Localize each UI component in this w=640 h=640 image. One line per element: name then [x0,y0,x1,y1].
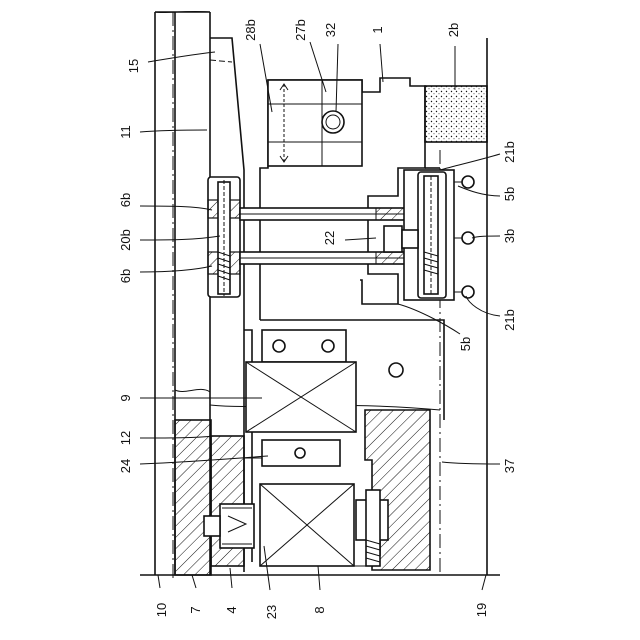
label-5b-right: 5b [502,187,517,201]
label-20b: 20b [118,229,133,251]
label-7: 7 [188,606,203,613]
label-21b-top: 21b [502,141,517,163]
label-10: 10 [154,603,169,617]
label-27b: 27b [293,19,308,41]
label-4: 4 [224,606,239,613]
label-28b: 28b [243,19,258,41]
slider-block-24 [244,440,340,466]
label-24: 24 [118,459,133,473]
solenoid-coil-8 [260,484,388,566]
label-19: 19 [474,603,489,617]
label-1: 1 [370,26,385,33]
friction-pad [425,86,487,142]
sensor-screw [322,111,344,133]
nut-21b [462,286,474,298]
sensor-block [268,80,362,166]
label-22: 22 [322,231,337,245]
label-3b: 3b [502,229,517,243]
nut-5b [462,176,474,188]
label-2b: 2b [446,23,461,37]
label-23: 23 [264,605,279,619]
label-6b-bottom: 6b [118,269,133,283]
label-11: 11 [118,125,133,139]
label-8: 8 [312,606,327,613]
label-37: 37 [502,459,517,473]
label-32: 32 [323,23,338,37]
label-12: 12 [118,431,133,445]
label-9: 9 [118,394,133,401]
label-6b-top: 6b [118,193,133,207]
label-15: 15 [126,59,141,73]
label-21b-bottom: 21b [502,309,517,331]
label-5b-lower: 5b [458,337,473,351]
